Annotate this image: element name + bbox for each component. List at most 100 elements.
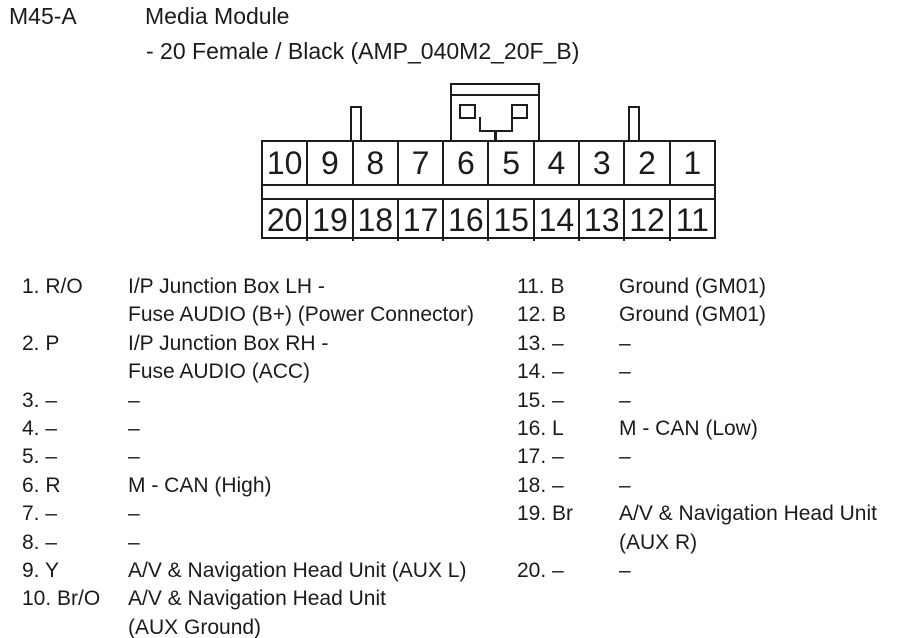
pin-wire-color: R/O <box>45 275 83 298</box>
pin-description: A/V & Navigation Head Unit (AUX Ground) <box>128 585 508 638</box>
pin-cell-20: 20 <box>263 200 309 241</box>
pin-cell-4: 4 <box>535 142 581 184</box>
pin-description-line: A/V & Navigation Head Unit <box>619 502 877 526</box>
pin-cell-8: 8 <box>354 142 399 184</box>
pin-wire-color: – <box>45 417 58 441</box>
pin-label: 2. P <box>22 330 128 358</box>
pin-cell-15: 15 <box>489 200 535 241</box>
pin-label: 6. R <box>22 472 128 500</box>
pin-description: A/V & Navigation Head Unit (AUX R) <box>619 500 913 557</box>
pin-description: – <box>619 443 913 471</box>
connector-code: M45-A <box>9 3 77 29</box>
pin-wire-color: – <box>552 445 564 469</box>
pin-wire-color: – <box>552 473 564 497</box>
connector-top-row: 10 9 8 7 6 5 4 3 2 1 <box>263 142 714 186</box>
pin-label: 10. Br/O <box>22 585 128 613</box>
connector-lock-stem <box>494 130 497 142</box>
pin-entry-18: 18. – – <box>517 472 913 500</box>
pin-description: I/P Junction Box RH -Fuse AUDIO (ACC) <box>128 330 508 387</box>
pin-number: 12. <box>517 303 547 327</box>
pin-cell-18: 18 <box>354 200 399 241</box>
pin-label: 18. – <box>517 472 619 500</box>
pin-entry-16: 16. L M - CAN (Low) <box>517 415 913 443</box>
pin-description: – <box>128 387 508 415</box>
connector-guide-tab-left <box>350 106 362 142</box>
pin-description-line: (AUX Ground) <box>128 615 262 638</box>
connector-pin-grid: 10 9 8 7 6 5 4 3 2 1 20 19 18 17 16 15 1… <box>261 140 716 241</box>
connector-lock-cap-line <box>452 94 538 96</box>
pin-cell-13: 13 <box>580 200 626 241</box>
pin-description: Ground (GM01) <box>619 273 913 301</box>
pin-entry-5: 5. – – <box>22 443 508 471</box>
pin-number: 1. <box>22 275 40 298</box>
pin-wire-color: P <box>45 331 60 355</box>
pin-number: 18. <box>517 473 547 497</box>
pin-number: 6. <box>22 473 40 497</box>
pin-cell-7: 7 <box>399 142 445 184</box>
pin-description-line: A/V & Navigation Head Unit <box>128 587 386 611</box>
pin-label: 8. – <box>22 529 128 557</box>
pin-entry-19: 19. Br A/V & Navigation Head Unit (AUX R) <box>517 500 913 557</box>
pin-wire-color: B <box>552 303 567 327</box>
pin-wire-color: – <box>45 388 58 412</box>
pin-cell-9: 9 <box>308 142 354 184</box>
pin-wire-color: – <box>45 445 58 469</box>
pin-cell-19: 19 <box>308 200 354 241</box>
pin-label: 13. – <box>517 330 619 358</box>
pin-entry-15: 15. – – <box>517 387 913 415</box>
pin-description-line: (AUX R) <box>619 530 698 554</box>
pin-description-line: M - CAN (Low) <box>619 417 758 441</box>
pin-wire-color: R <box>45 473 61 497</box>
pin-description: – <box>128 415 508 443</box>
pin-entry-11: 11. B Ground (GM01) <box>517 273 913 301</box>
pin-description-line: – <box>619 559 631 583</box>
pin-description: I/P Junction Box LH -Fuse AUDIO (B+) (Po… <box>128 273 508 330</box>
pin-entry-9: 9. Y A/V & Navigation Head Unit (AUX L) <box>22 557 508 585</box>
pin-cell-11: 11 <box>675 202 709 238</box>
pin-label: 17. – <box>517 443 619 471</box>
pin-number: 5. <box>22 445 40 469</box>
pin-number: 19. <box>517 502 547 526</box>
pin-number: 20. <box>517 559 547 583</box>
pin-description-line: – <box>619 360 631 384</box>
pin-label: 4. – <box>22 415 128 443</box>
pin-wire-color: – <box>45 530 58 554</box>
pin-cell-1: 1 <box>683 144 702 181</box>
pin-description: – <box>128 529 508 557</box>
pin-description-line: – <box>128 502 140 526</box>
pin-description: – <box>619 330 913 358</box>
pin-description-line: I/P Junction Box LH - <box>128 275 325 298</box>
pin-cell-5: 5 <box>489 142 535 184</box>
pin-wire-color: B <box>550 275 565 298</box>
pin-wire-color: – <box>552 559 564 583</box>
pin-description: – <box>619 358 913 386</box>
pin-label: 19. Br <box>517 500 619 528</box>
pin-label: 12. B <box>517 301 619 329</box>
pin-description-line: – <box>619 331 631 355</box>
connector-lock-notch-left <box>459 104 476 119</box>
pin-cell-17: 17 <box>399 200 445 241</box>
pin-cell-16: 16 <box>444 200 490 241</box>
pin-description: – <box>619 557 913 585</box>
connector-guide-tab-right <box>628 106 640 142</box>
pin-description: M - CAN (Low) <box>619 415 913 443</box>
pin-cell-3: 3 <box>580 142 626 184</box>
pin-description-line: I/P Junction Box RH - <box>128 331 329 355</box>
pin-number: 14. <box>517 360 547 384</box>
pin-label: 1. R/O <box>22 273 128 301</box>
pin-number: 15. <box>517 388 547 412</box>
pin-cell-12: 12 <box>625 200 671 241</box>
pin-description: M - CAN (High) <box>128 472 508 500</box>
pin-number: 11. <box>517 275 545 298</box>
pin-description: – <box>619 387 913 415</box>
pin-number: 17. <box>517 445 547 469</box>
pin-number: 8. <box>22 530 40 554</box>
pin-entry-3: 3. – – <box>22 387 508 415</box>
connector-bottom-row: 20 19 18 17 16 15 14 13 12 11 <box>263 200 714 241</box>
pin-label: 5. – <box>22 443 128 471</box>
pin-number: 3. <box>22 388 40 412</box>
pin-description-line: – <box>128 388 140 412</box>
pin-entry-6: 6. R M - CAN (High) <box>22 472 508 500</box>
connector-lock-cap <box>450 83 540 106</box>
pin-wire-color: – <box>552 360 564 384</box>
